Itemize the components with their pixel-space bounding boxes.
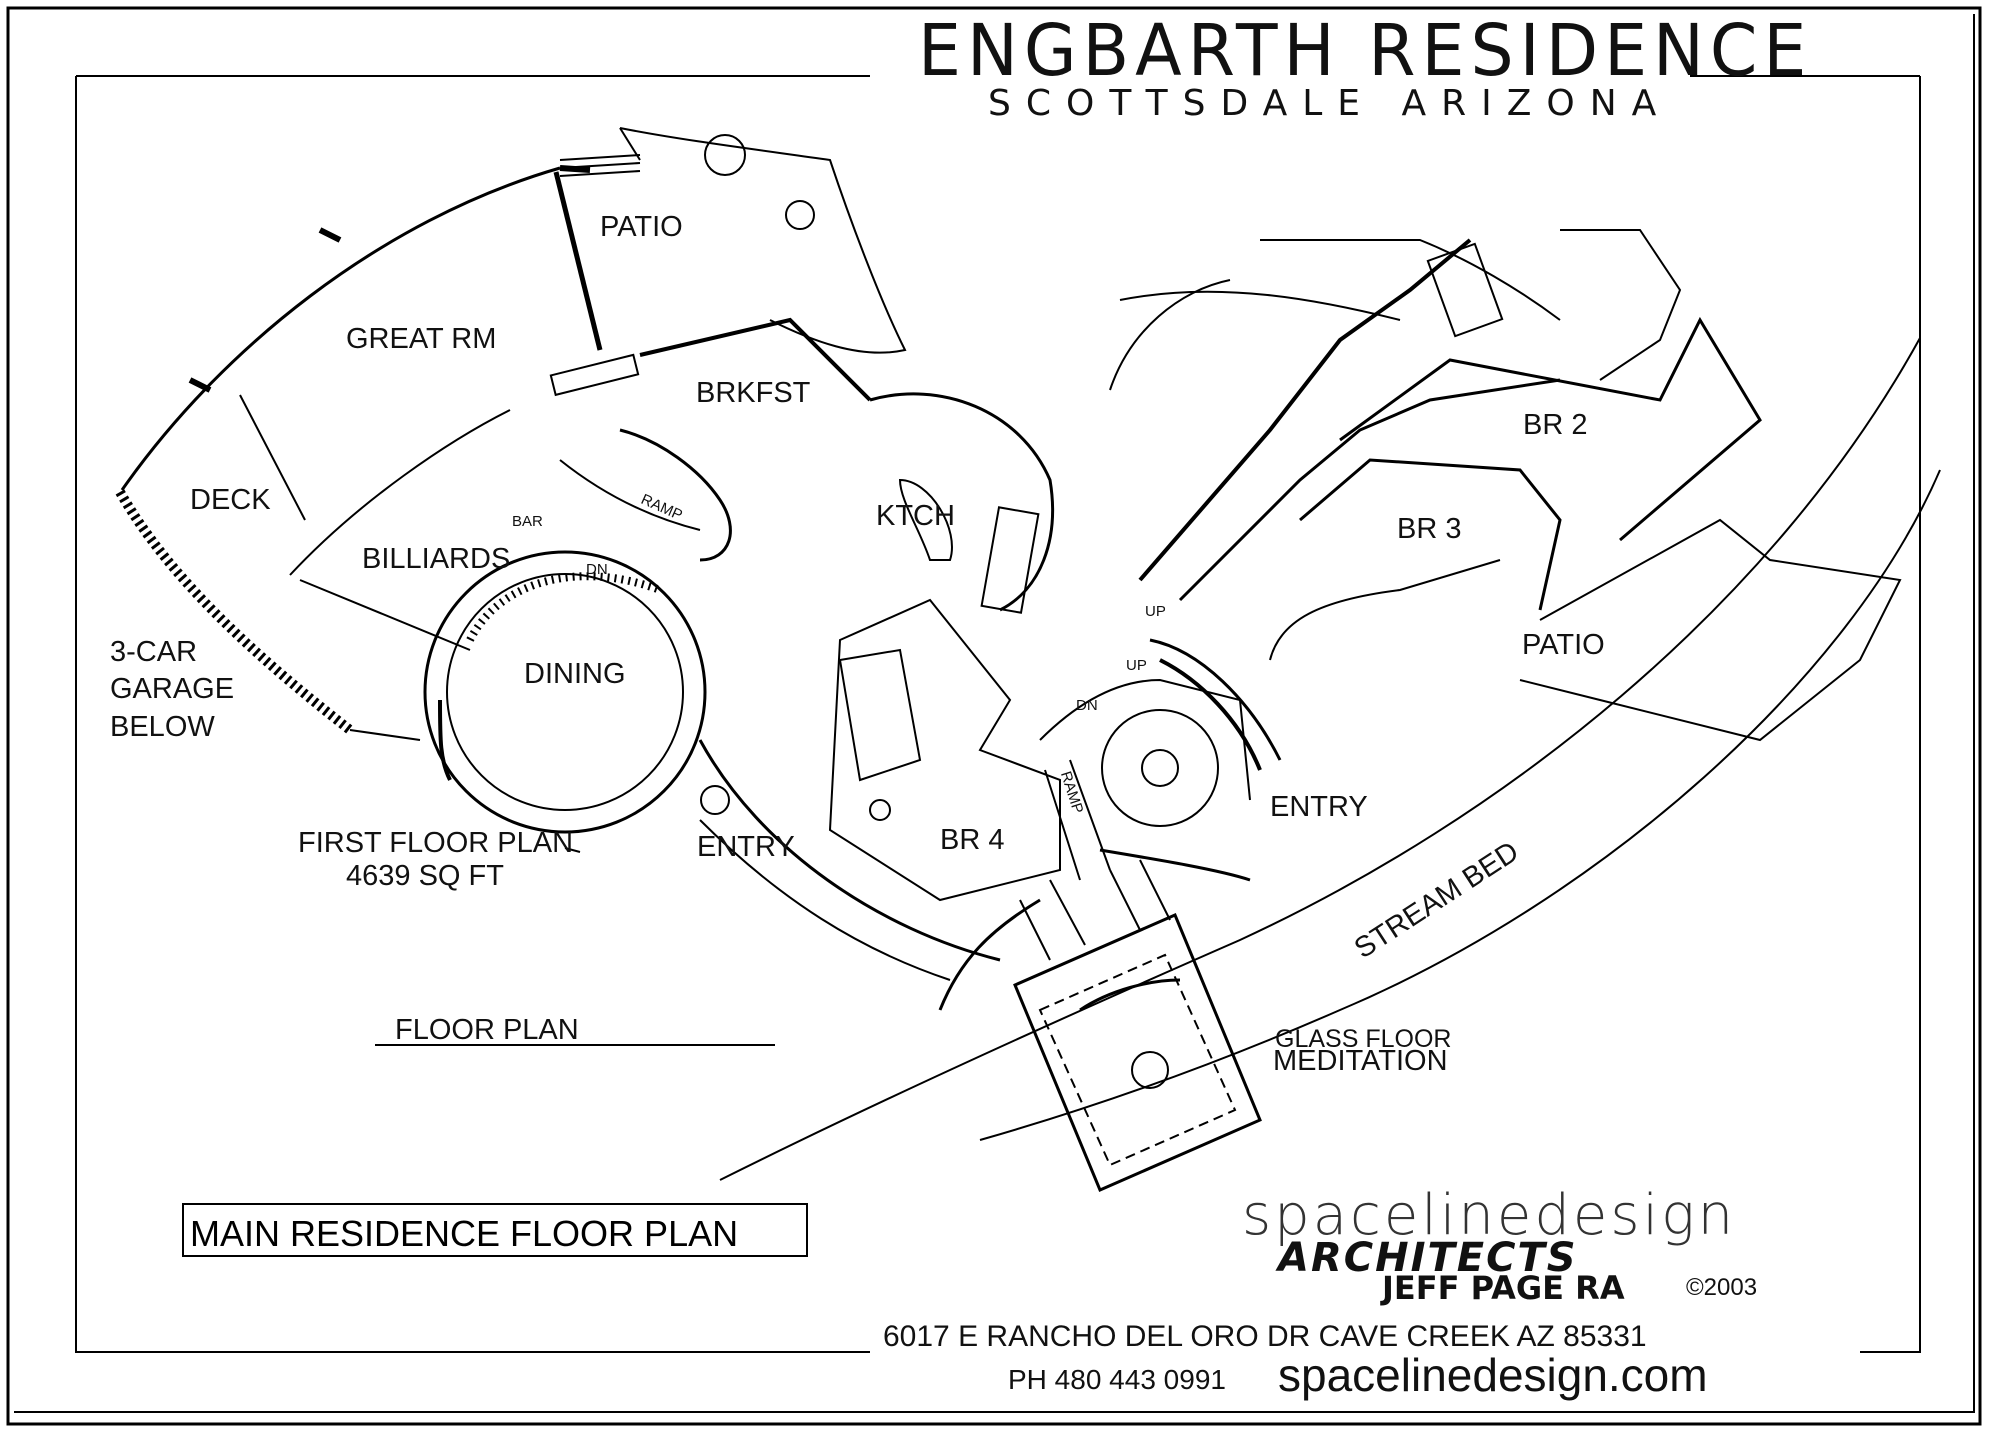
room-label-entry-right: ENTRY bbox=[1270, 791, 1368, 823]
dining-arc-wall bbox=[438, 699, 452, 781]
stream-bed-outer bbox=[979, 469, 1941, 1141]
sheet-border-shadow bbox=[14, 14, 1975, 1413]
room-label-dining: DINING bbox=[524, 658, 626, 690]
drawing-frame-right bbox=[1860, 76, 1921, 1353]
sheet-border bbox=[6, 6, 1982, 1426]
first-floor-area: 4639 SQ FT bbox=[346, 860, 504, 892]
project-location: SCOTTSDALE ARIZONA bbox=[988, 83, 1672, 124]
deck-edge bbox=[115, 489, 354, 734]
firm-person: JEFF PAGE RA bbox=[1382, 1269, 1625, 1307]
br2-patio bbox=[1560, 229, 1682, 381]
kitchen-island bbox=[898, 478, 953, 561]
patio-planter bbox=[785, 200, 815, 230]
room-label-br3: BR 3 bbox=[1397, 513, 1462, 545]
meditation-symbol bbox=[1131, 1051, 1169, 1089]
great-room-east-wall bbox=[553, 171, 603, 351]
room-label-great-rm: GREAT RM bbox=[346, 323, 497, 355]
br3-walls bbox=[1299, 458, 1562, 611]
great-room-outer-arc bbox=[120, 166, 561, 491]
patio-fountain bbox=[704, 134, 746, 176]
entry-left-arc-2 bbox=[699, 819, 951, 981]
brkfst-wall bbox=[639, 317, 872, 402]
firm-brand: spacelinedesign bbox=[1242, 1183, 1737, 1248]
plan-title-box: MAIN RESIDENCE FLOOR PLAN bbox=[182, 1203, 808, 1257]
room-label-entry-left: ENTRY bbox=[697, 831, 795, 863]
patio-top-outline bbox=[619, 127, 907, 354]
room-label-ktch: KTCH bbox=[876, 500, 955, 532]
br2-tub bbox=[1426, 242, 1504, 338]
br4-toilet bbox=[869, 799, 891, 821]
entry-left-planter bbox=[700, 785, 730, 815]
garage-label-line-1: 3-CAR bbox=[110, 636, 198, 668]
great-room-beam bbox=[549, 353, 640, 397]
room-label-brkfst: BRKFST bbox=[696, 377, 811, 409]
glass-floor-label: GLASS FLOOR bbox=[1275, 1025, 1452, 1053]
meditation-outer bbox=[1013, 913, 1262, 1192]
kitchen-range bbox=[980, 506, 1040, 614]
meditation-label: MEDITATION bbox=[1273, 1045, 1448, 1077]
room-label-br4: BR 4 bbox=[940, 824, 1005, 856]
firm-copyright: ©2003 bbox=[1686, 1274, 1758, 1301]
stair-label-dn-left: DN bbox=[586, 561, 608, 578]
right-wing-wall bbox=[1138, 238, 1472, 582]
br4-walls bbox=[828, 598, 1061, 902]
stair-label-up-mid: UP bbox=[1126, 657, 1147, 674]
right-lower-arc bbox=[1269, 559, 1501, 661]
brkfst-path bbox=[619, 428, 732, 562]
firm-address: 6017 E RANCHO DEL ORO DR CAVE CREEK AZ 8… bbox=[883, 1320, 1647, 1353]
room-label-billiards: BILLIARDS bbox=[362, 543, 511, 575]
firm-phone: PH 480 443 0991 bbox=[1008, 1364, 1226, 1395]
first-floor-underline bbox=[564, 847, 581, 853]
room-label-bar: BAR bbox=[512, 513, 543, 530]
room-label-br2: BR 2 bbox=[1523, 409, 1588, 441]
right-wing-arc bbox=[1119, 290, 1401, 321]
great-room-divider bbox=[289, 409, 511, 576]
meditation-bridge-left bbox=[1019, 879, 1086, 961]
stair-label-dn-mid: DN bbox=[1076, 697, 1098, 714]
patio-steps bbox=[559, 154, 641, 177]
meditation-bridge-right bbox=[1109, 859, 1171, 931]
center-entry-arc bbox=[1099, 848, 1251, 882]
deck-inner-wall bbox=[239, 394, 306, 521]
right-wing-big-arc bbox=[1109, 279, 1231, 391]
meditation-inner bbox=[1038, 953, 1237, 1167]
ramp-left bbox=[559, 459, 701, 531]
firm-architects: ARCHITECTS bbox=[1278, 1235, 1578, 1281]
meditation-arc bbox=[1079, 978, 1181, 1012]
meditation-approach-arc bbox=[938, 898, 1041, 1011]
garage-label-line-2: GARAGE bbox=[110, 673, 235, 705]
center-entry-outline bbox=[1039, 678, 1251, 801]
dining-outer bbox=[423, 550, 707, 834]
center-stair-inner bbox=[1141, 749, 1179, 787]
dining-stair bbox=[466, 572, 662, 642]
project-title: ENGBARTH RESIDENCE bbox=[918, 10, 1813, 93]
room-label-patio-right: PATIO bbox=[1522, 629, 1605, 661]
patio-right-outline bbox=[1519, 518, 1902, 742]
room-label-deck: DECK bbox=[190, 484, 271, 516]
right-upper-patio bbox=[1260, 239, 1561, 321]
right-wing-wall-2 bbox=[1178, 378, 1561, 602]
garage-label-line-3: BELOW bbox=[110, 711, 215, 743]
dining-inner bbox=[446, 573, 684, 811]
drawing-frame-left bbox=[75, 76, 870, 1353]
firm-website-link[interactable]: spacelinedesign.com bbox=[1278, 1349, 1708, 1401]
br2-walls bbox=[1339, 316, 1762, 542]
stream-bed-inner bbox=[719, 337, 1921, 1181]
entry-left-arc bbox=[698, 739, 1001, 962]
center-stair-outer bbox=[1101, 709, 1219, 827]
plan-title-box-label: MAIN RESIDENCE FLOOR PLAN bbox=[190, 1213, 739, 1254]
floor-plan-caption: FLOOR PLAN bbox=[395, 1014, 579, 1046]
right-entry-arc bbox=[1149, 638, 1282, 761]
stair-label-up-right: UP bbox=[1145, 603, 1166, 620]
billiards-wall bbox=[299, 579, 471, 651]
great-room-outer-wall bbox=[188, 165, 591, 393]
garage-wall bbox=[349, 729, 421, 741]
first-floor-plan-label: FIRST FLOOR PLAN bbox=[298, 827, 574, 859]
kitchen-counter bbox=[869, 392, 1055, 612]
br4-bath bbox=[838, 648, 922, 782]
entry-right-arc bbox=[1159, 658, 1262, 771]
room-label-patio-top: PATIO bbox=[600, 211, 683, 243]
